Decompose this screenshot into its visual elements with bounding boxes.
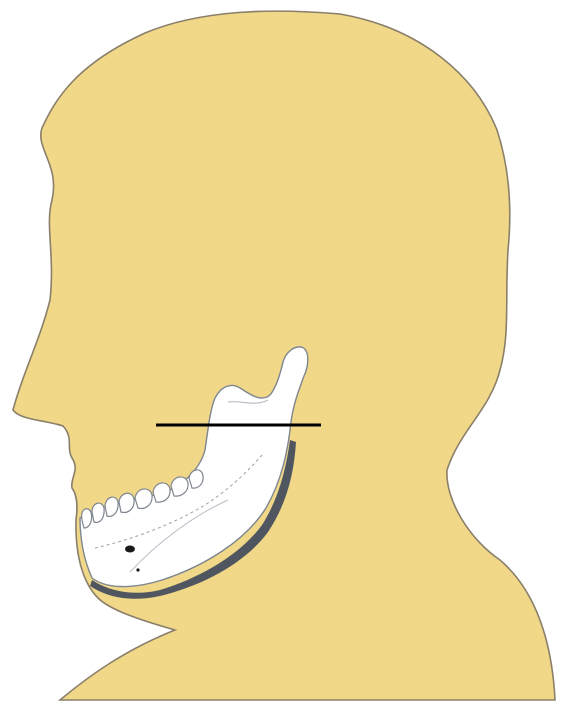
foramen-dot <box>136 568 139 571</box>
head-silhouette <box>13 11 555 700</box>
mental-foramen <box>125 546 135 553</box>
tooth <box>92 503 104 522</box>
